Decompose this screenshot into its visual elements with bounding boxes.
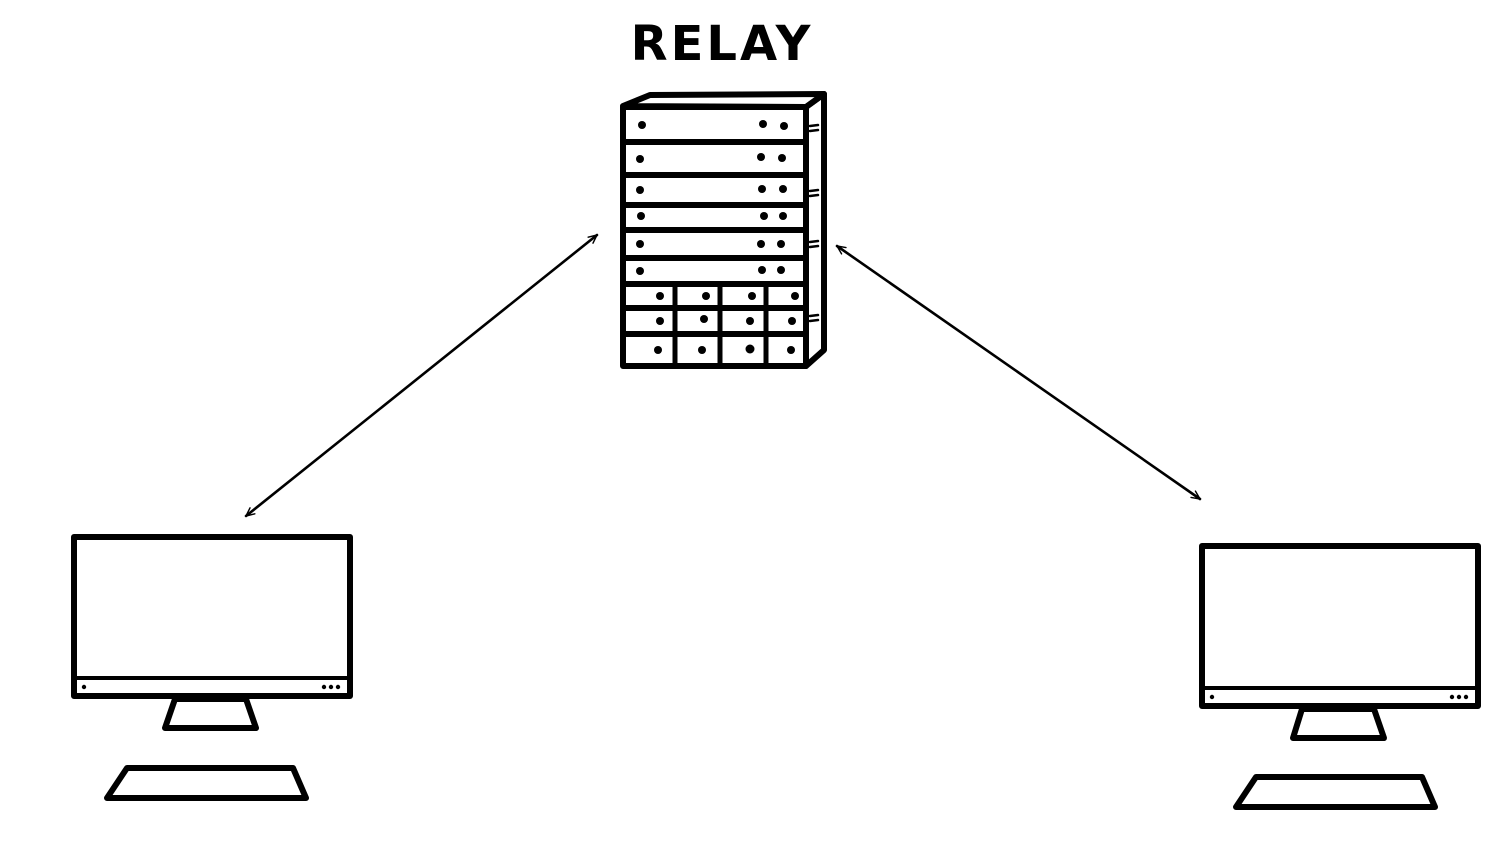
desktop-computer-icon: [71, 534, 353, 801]
desktop-computer-icon: [1199, 543, 1481, 810]
server-rack-icon: [620, 91, 827, 369]
relay-label: RELAY: [631, 16, 814, 72]
connection-arrow-right: [835, 244, 1202, 501]
connection-arrow-left: [244, 233, 599, 518]
